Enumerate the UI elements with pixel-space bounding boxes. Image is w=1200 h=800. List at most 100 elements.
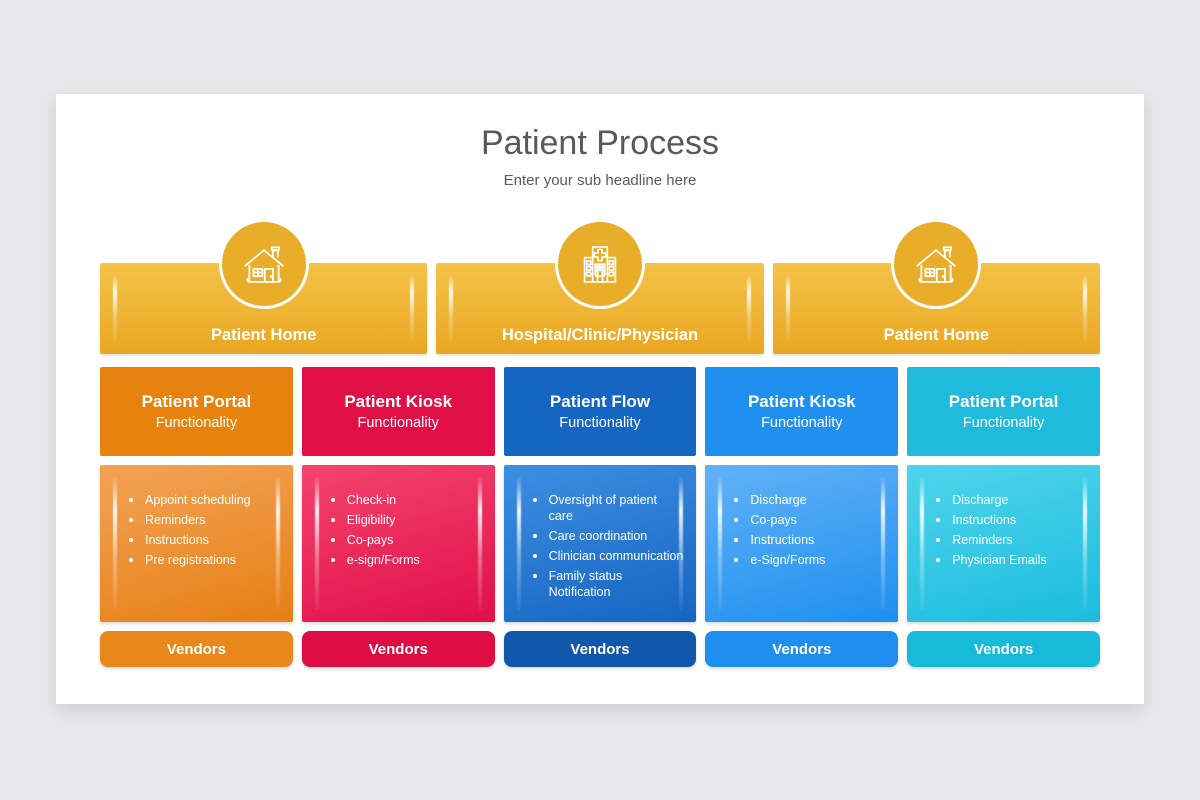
bullet-list: Discharge Co-pays Instructions e-Sign/Fo… bbox=[705, 465, 898, 568]
column-title: Patient Flow bbox=[549, 392, 651, 411]
bullet-dot bbox=[330, 538, 335, 542]
list-item-text: e-Sign/Forms bbox=[750, 553, 826, 567]
column-patient-kiosk-1: Patient Kiosk Functionality Check-in Eli… bbox=[301, 367, 495, 667]
column-title: Patient Portal bbox=[948, 392, 1059, 411]
house-icon bbox=[238, 238, 290, 290]
column-subtitle: Functionality bbox=[155, 415, 238, 431]
banner-label: Patient Home bbox=[210, 326, 317, 344]
banner-label: Hospital/Clinic/Physician bbox=[501, 326, 699, 344]
bullet-dot bbox=[734, 538, 739, 542]
bullet-dot bbox=[129, 498, 133, 502]
list-item: Co-pays bbox=[330, 532, 483, 548]
column-subtitle: Functionality bbox=[357, 415, 439, 431]
page-subtitle: Enter your sub headline here bbox=[503, 172, 697, 189]
bullet-list: Oversight of patient care Care coordinat… bbox=[504, 465, 697, 600]
vendors-bar: Vendors bbox=[907, 631, 1100, 667]
banner-badge bbox=[891, 219, 982, 309]
list-item: Instructions bbox=[936, 512, 1088, 528]
column-subtitle: Functionality bbox=[559, 415, 641, 431]
list-item: Reminders bbox=[936, 532, 1088, 548]
banner-patient-home-right: Patient Home bbox=[772, 219, 1100, 354]
list-item-text: Instructions bbox=[952, 513, 1017, 527]
bullet-list: Discharge Instructions Reminders Physici… bbox=[907, 465, 1100, 568]
vendors-bar: Vendors bbox=[301, 631, 495, 667]
bullet-list: Check-in Eligibility Co-pays e-sign/Form… bbox=[302, 465, 495, 568]
column-body: Appoint scheduling Reminders Instruction… bbox=[100, 465, 293, 622]
list-item-text: Physician Emails bbox=[952, 553, 1047, 567]
bullet-dot bbox=[734, 498, 739, 502]
column-subtitle: Functionality bbox=[962, 415, 1045, 431]
bullet-dot bbox=[936, 558, 941, 562]
bullet-dot bbox=[734, 558, 739, 562]
vendors-bar: Vendors bbox=[100, 631, 293, 667]
list-item: Care coordination bbox=[532, 528, 685, 544]
list-item: e-sign/Forms bbox=[330, 552, 483, 568]
list-item-text: Discharge bbox=[750, 493, 807, 507]
banner-row: Patient Home bbox=[100, 219, 1100, 354]
slide-card: Patient Process Enter your sub headline … bbox=[56, 94, 1144, 704]
column-patient-portal-2: Patient Portal Functionality Discharge I… bbox=[907, 367, 1100, 667]
bullet-dot bbox=[936, 518, 941, 522]
bullet-dot bbox=[129, 558, 133, 562]
list-item: Appoint scheduling bbox=[129, 492, 281, 508]
bullet-dot bbox=[532, 498, 537, 502]
column-header: Patient Kiosk Functionality bbox=[301, 367, 495, 456]
list-item-text: Reminders bbox=[952, 533, 1013, 547]
bullet-list: Appoint scheduling Reminders Instruction… bbox=[100, 465, 293, 568]
column-body: Discharge Instructions Reminders Physici… bbox=[907, 465, 1100, 622]
vendors-bar: Vendors bbox=[705, 631, 899, 667]
list-item-text: e-sign/Forms bbox=[346, 553, 420, 567]
banner-badge bbox=[554, 219, 645, 309]
list-item-text: Family status Notification bbox=[548, 569, 623, 599]
bullet-dot bbox=[532, 534, 537, 538]
list-item-text: Instructions bbox=[750, 533, 815, 547]
list-item: Pre registrations bbox=[129, 552, 281, 568]
list-item-text: Care coordination bbox=[548, 529, 648, 543]
list-item-text: Co-pays bbox=[750, 513, 797, 527]
glass-highlight bbox=[1082, 275, 1087, 342]
list-item: Instructions bbox=[129, 532, 281, 548]
column-header: Patient Kiosk Functionality bbox=[705, 367, 899, 456]
list-item-text: Check-in bbox=[346, 493, 397, 507]
bullet-dot bbox=[129, 518, 133, 522]
column-header: Patient Portal Functionality bbox=[100, 367, 293, 456]
bullet-dot bbox=[129, 538, 133, 542]
column-body: Check-in Eligibility Co-pays e-sign/Form… bbox=[301, 465, 495, 622]
column-subtitle: Functionality bbox=[761, 415, 843, 431]
list-item-text: Instructions bbox=[145, 533, 209, 547]
column-title: Patient Kiosk bbox=[344, 392, 453, 411]
column-header: Patient Portal Functionality bbox=[907, 367, 1100, 456]
column-title: Patient Kiosk bbox=[747, 392, 856, 411]
hospital-icon bbox=[574, 238, 626, 290]
list-item: Co-pays bbox=[734, 512, 886, 528]
list-item-text: Discharge bbox=[952, 493, 1009, 507]
bullet-dot bbox=[734, 518, 739, 522]
bullet-dot bbox=[532, 554, 537, 558]
vendors-bar: Vendors bbox=[503, 631, 697, 667]
list-item-text: Reminders bbox=[145, 513, 206, 527]
glass-highlight bbox=[113, 275, 117, 342]
column-patient-portal-1: Patient Portal Functionality Appoint sch… bbox=[100, 367, 293, 667]
list-item-text: Co-pays bbox=[346, 533, 394, 547]
list-item: e-Sign/Forms bbox=[734, 552, 886, 568]
list-item-text: Clinician communication bbox=[548, 549, 684, 563]
bullet-dot bbox=[330, 518, 335, 522]
columns-row: Patient Portal Functionality Appoint sch… bbox=[100, 367, 1100, 667]
banner-patient-home-left: Patient Home bbox=[100, 219, 428, 354]
glass-highlight bbox=[449, 275, 454, 342]
glass-highlight bbox=[785, 275, 790, 342]
list-item: Check-in bbox=[330, 492, 483, 508]
house-icon bbox=[910, 238, 962, 290]
list-item: Instructions bbox=[734, 532, 886, 548]
page-title: Patient Process bbox=[480, 124, 720, 162]
banner-hospital-clinic-physician: Hospital/Clinic/Physician bbox=[436, 219, 764, 354]
banner-label: Patient Home bbox=[883, 326, 990, 344]
column-body: Discharge Co-pays Instructions e-Sign/Fo… bbox=[705, 465, 899, 622]
glass-highlight bbox=[410, 275, 415, 342]
list-item: Discharge bbox=[936, 492, 1088, 508]
list-item: Eligibility bbox=[330, 512, 483, 528]
list-item: Oversight of patient care bbox=[532, 492, 685, 524]
bullet-dot bbox=[936, 538, 941, 542]
column-patient-flow: Patient Flow Functionality Oversight of … bbox=[503, 367, 697, 667]
banner-badge bbox=[218, 219, 309, 309]
